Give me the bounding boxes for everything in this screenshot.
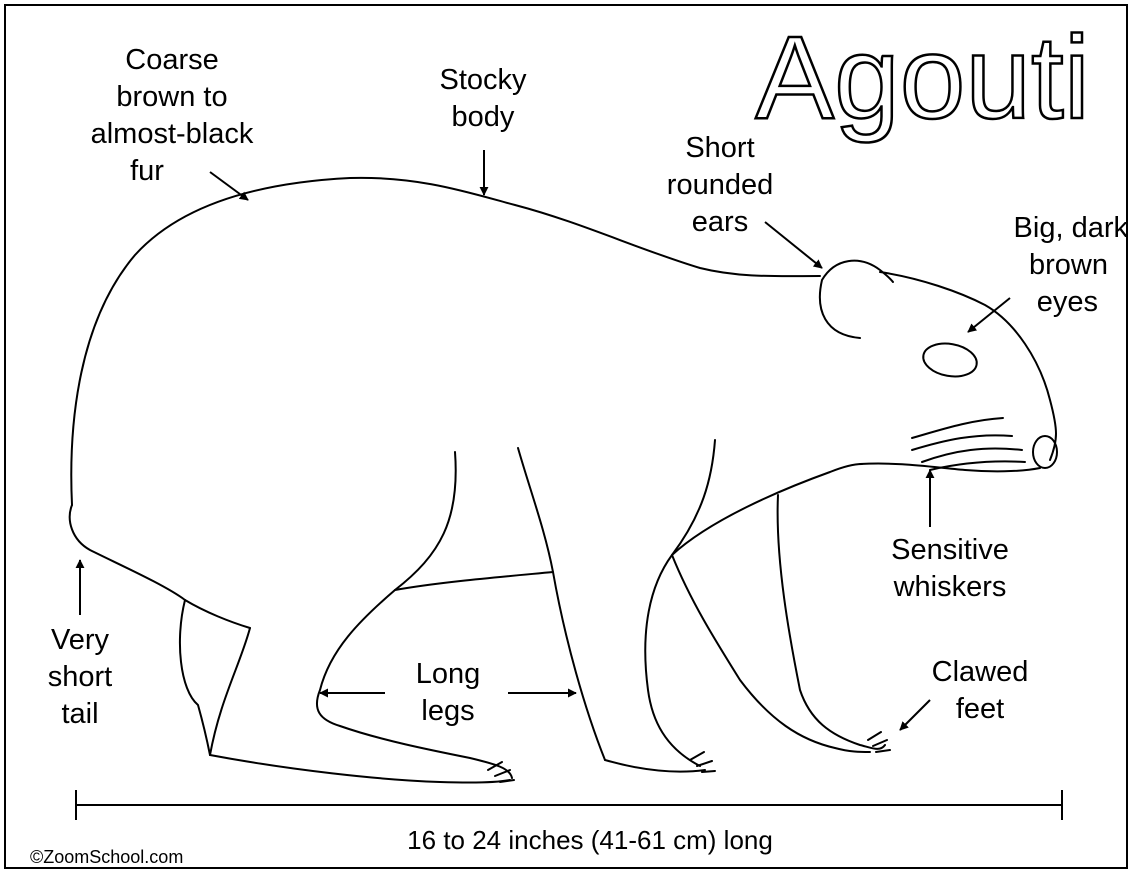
label-legs: Long legs <box>388 656 508 730</box>
label-body: Stocky body <box>408 62 558 136</box>
label-feet: Clawed feet <box>910 654 1050 728</box>
length-caption: 16 to 24 inches (41-61 cm) long <box>330 822 850 859</box>
chest-line <box>672 555 870 752</box>
mid-leg-front <box>518 448 605 760</box>
chin-outline <box>860 464 1040 472</box>
label-tail: Very short tail <box>20 622 140 733</box>
agouti-outline <box>70 178 1057 783</box>
length-scale-bar <box>76 790 1062 820</box>
label-fur: Coarse brown to almost-black fur <box>62 42 282 190</box>
eye <box>921 340 980 381</box>
rear-leg-back <box>210 628 250 755</box>
credit: ©ZoomSchool.com <box>30 846 183 868</box>
tail-outline <box>70 505 250 628</box>
rear-foot-claws <box>488 762 514 782</box>
title: Agouti <box>755 12 1090 144</box>
label-ears: Short rounded ears <box>640 130 800 241</box>
label-whiskers: Sensitive whiskers <box>860 532 1040 606</box>
mid-foot <box>605 760 705 772</box>
rear-foot <box>210 755 510 783</box>
whiskers <box>912 418 1025 470</box>
pointer-arrows <box>80 150 1010 730</box>
rear-leg-outer <box>180 600 210 755</box>
chest-curve <box>645 440 715 766</box>
label-eyes: Big, dark brown eyes <box>978 210 1128 321</box>
front-leg <box>672 464 862 555</box>
thigh-line <box>395 572 553 590</box>
